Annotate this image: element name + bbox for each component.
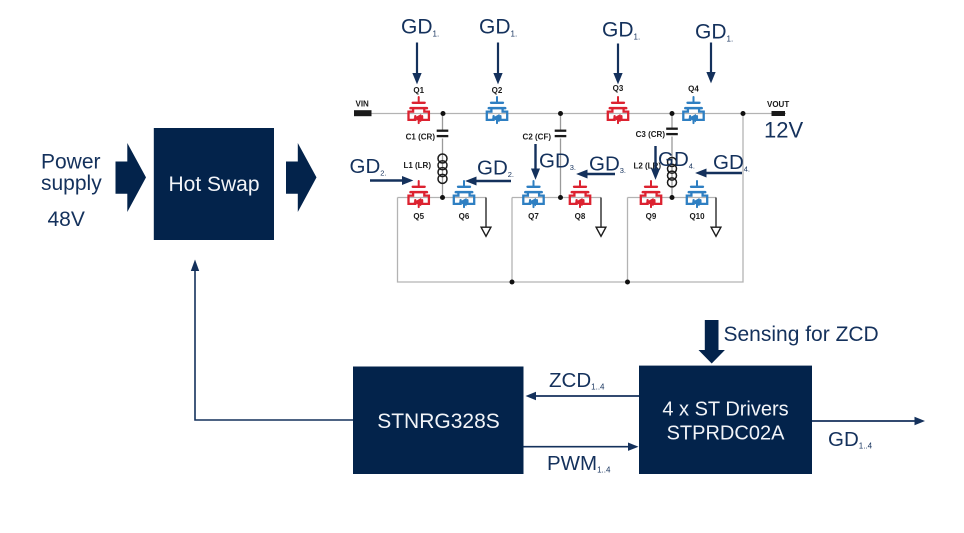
svg-text:Q9: Q9 <box>646 212 657 221</box>
svg-text:STNRG328S: STNRG328S <box>377 410 500 433</box>
svg-text:GD2.: GD2. <box>350 155 387 178</box>
svg-text:GD1.: GD1. <box>695 21 733 44</box>
svg-text:Q3: Q3 <box>613 84 624 93</box>
svg-text:supply: supply <box>41 172 102 195</box>
svg-text:Power: Power <box>41 151 101 174</box>
svg-text:Q4: Q4 <box>688 85 699 94</box>
svg-text:ZCD1..4: ZCD1..4 <box>549 369 605 392</box>
svg-text:PWM1..4: PWM1..4 <box>547 452 611 475</box>
svg-text:C1 (CR): C1 (CR) <box>406 133 436 142</box>
svg-text:GD3.: GD3. <box>589 153 626 176</box>
svg-text:Sensing for ZCD: Sensing for ZCD <box>724 323 879 346</box>
svg-text:Q5: Q5 <box>413 212 424 221</box>
svg-text:Q7: Q7 <box>528 212 539 221</box>
svg-text:GD4.: GD4. <box>658 148 695 171</box>
svg-text:Q10: Q10 <box>689 212 705 221</box>
svg-text:VIN: VIN <box>356 100 370 109</box>
svg-text:Q6: Q6 <box>459 212 470 221</box>
svg-text:GD2.: GD2. <box>477 157 514 180</box>
svg-text:GD4.: GD4. <box>713 151 750 174</box>
svg-text:Q1: Q1 <box>413 86 424 95</box>
svg-text:GD1.: GD1. <box>479 16 517 39</box>
svg-text:48V: 48V <box>48 208 85 231</box>
svg-text:GD1.: GD1. <box>401 16 439 39</box>
svg-text:STPRDC02A: STPRDC02A <box>667 423 785 445</box>
svg-text:C2 (CF): C2 (CF) <box>523 133 552 142</box>
svg-text:Q2: Q2 <box>492 86 503 95</box>
svg-text:GD3.: GD3. <box>539 150 576 173</box>
svg-text:Hot Swap: Hot Swap <box>168 173 259 196</box>
svg-text:L1 (LR): L1 (LR) <box>403 161 431 170</box>
svg-text:L2 (LR): L2 (LR) <box>633 162 661 171</box>
svg-text:Q8: Q8 <box>575 212 586 221</box>
svg-text:GD1.: GD1. <box>602 19 640 42</box>
svg-text:4 x ST Drivers: 4 x ST Drivers <box>662 399 788 421</box>
svg-text:VOUT: VOUT <box>767 100 789 109</box>
svg-text:12V: 12V <box>764 118 803 143</box>
svg-text:GD1..4: GD1..4 <box>828 428 873 451</box>
svg-text:C3 (CR): C3 (CR) <box>636 130 666 139</box>
